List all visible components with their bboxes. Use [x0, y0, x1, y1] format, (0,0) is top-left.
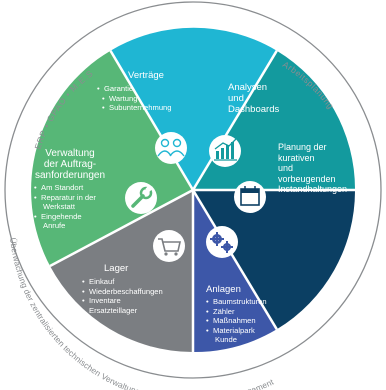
calendar-icon	[234, 181, 266, 213]
chart-icon	[209, 135, 241, 167]
list-item: •Subunternehmung	[102, 103, 172, 112]
vertraege-title: Verträge	[128, 70, 164, 81]
people-icon	[155, 132, 187, 164]
list-item: •Baumstrukturen	[206, 297, 267, 306]
lager-items: •Einkauf •Wiederbeschaffungen •Inventare…	[82, 277, 192, 315]
list-item: •Zähler	[206, 306, 235, 316]
list-item: •Eingehende	[34, 211, 82, 221]
anlagen-title: Anlagen	[206, 284, 241, 295]
list-item: Anrufe	[43, 221, 66, 230]
list-item: •Ersatzteillager	[82, 305, 138, 315]
segment-lager	[50, 190, 193, 352]
gears-icon	[206, 226, 238, 258]
lager-title: Lager	[104, 263, 129, 274]
list-item: •Einkauf	[82, 277, 115, 286]
list-item: •Wiederbeschaffungen	[82, 286, 163, 296]
analysen-title: Analysen und Dashboards	[228, 82, 280, 115]
list-item: •Garantie	[97, 84, 134, 93]
list-item: •Maßnahmen	[206, 316, 256, 325]
cart-icon	[153, 230, 185, 262]
list-item: Kunde	[215, 335, 237, 344]
list-item: •Reparatur in der	[34, 192, 96, 202]
planung-title: Planung der kurativen und vorbeugenden I…	[278, 142, 348, 194]
segment-planung	[193, 190, 356, 330]
list-item: •Materialpark	[206, 325, 255, 335]
list-item: Werkstatt	[43, 202, 75, 211]
segment-verwaltung	[31, 50, 194, 267]
verwaltung-items: •Am Standort •Reparatur in der Werkstatt…	[34, 183, 120, 231]
segment-vertraege	[110, 27, 277, 190]
vertraege-items: •Garantie •Wartung •Subunternehmung	[97, 84, 197, 113]
list-item: •Wartung	[102, 93, 138, 103]
list-item: •Inventare	[82, 296, 121, 305]
wrench-icon	[125, 182, 157, 214]
verwaltung-title: Verwaltung der Auftrag- sanforderungen	[34, 148, 106, 181]
anlagen-items: •Baumstrukturen •Zähler •Maßnahmen •Mate…	[206, 297, 286, 345]
list-item: •Am Standort	[34, 183, 84, 192]
